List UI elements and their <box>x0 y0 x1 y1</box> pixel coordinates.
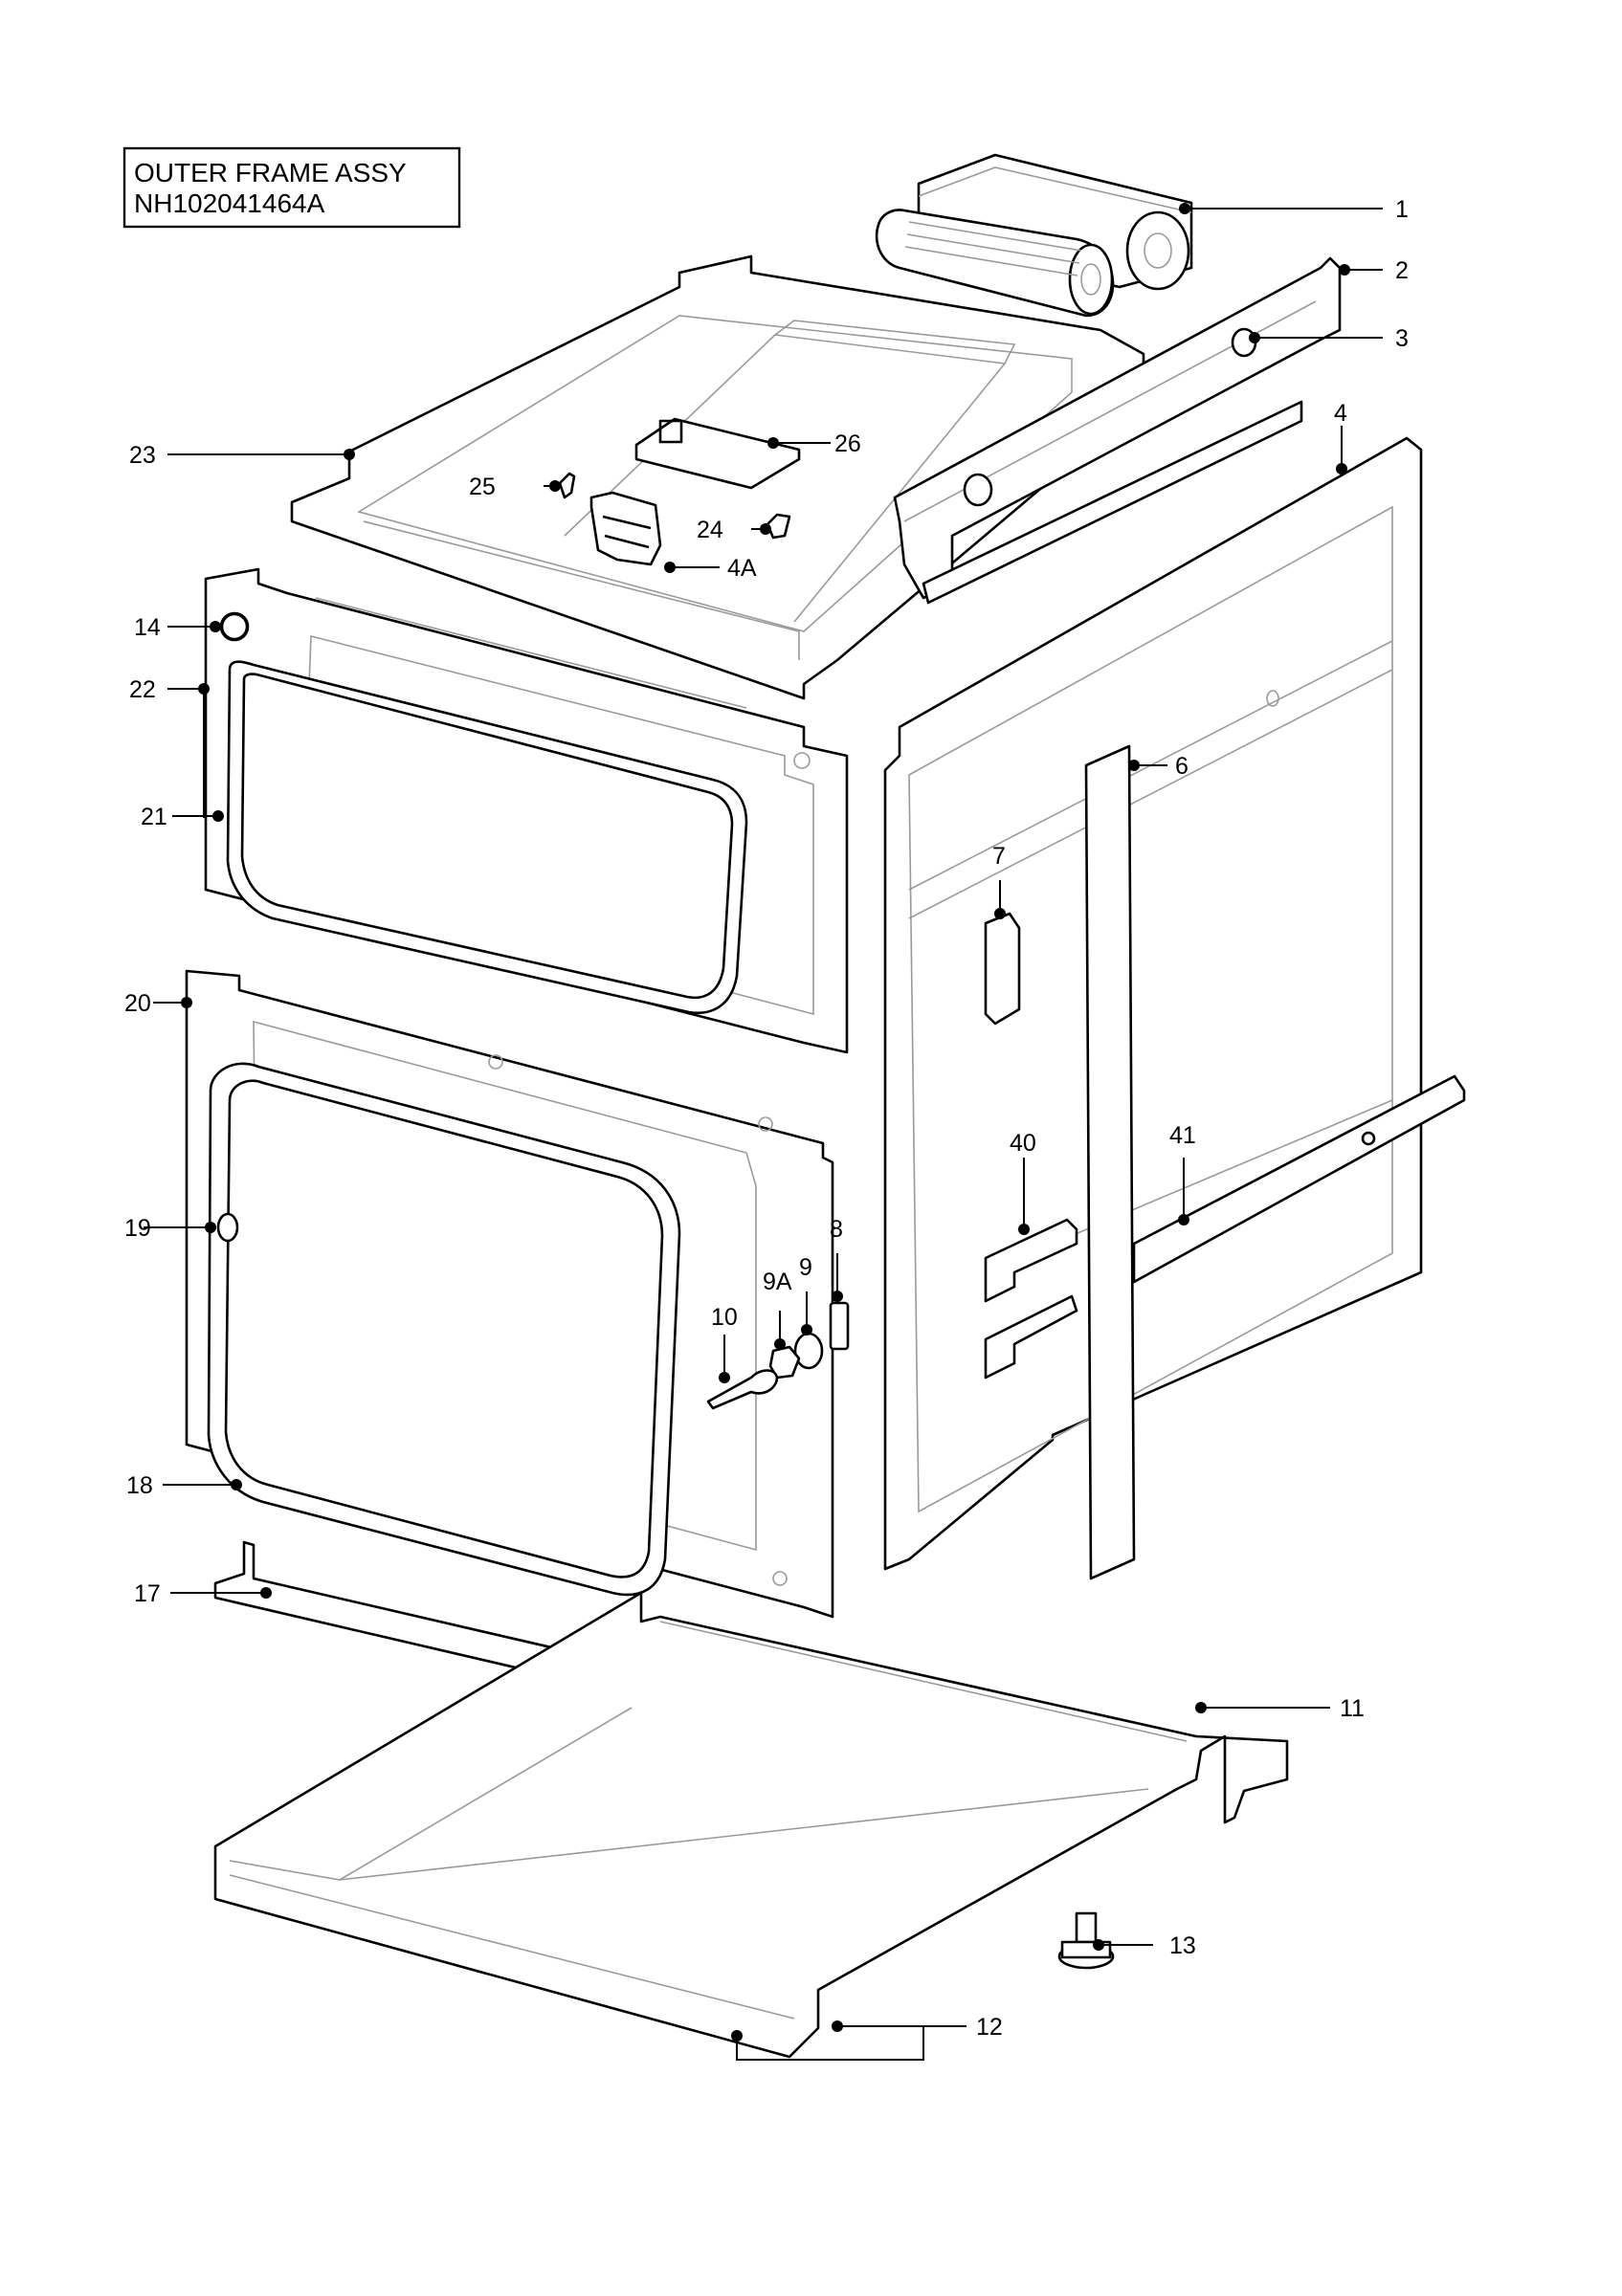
part-base-frame <box>213 1591 1289 2059</box>
callout-label-19: 19 <box>124 1215 151 1242</box>
title-line-1: OUTER FRAME ASSY <box>134 158 407 188</box>
callout-label-20: 20 <box>124 990 151 1017</box>
part-foot <box>1057 1911 1115 1970</box>
callout-label-21: 21 <box>141 804 167 830</box>
callout-label-1: 1 <box>1395 196 1409 223</box>
leader-dots <box>181 203 1350 2042</box>
callout-label-3: 3 <box>1395 325 1409 352</box>
part-switch-block <box>589 491 662 566</box>
callout-label-12: 12 <box>976 2014 1003 2041</box>
callout-label-9: 9 <box>799 1254 812 1281</box>
part-runners <box>984 1074 1466 1380</box>
part-clip-25 <box>558 472 576 499</box>
title-box: OUTER FRAME ASSY NH102041464A <box>122 146 461 229</box>
callout-label-8: 8 <box>830 1216 843 1243</box>
part-control-board <box>634 417 801 490</box>
callout-label-2: 2 <box>1395 257 1409 284</box>
leader-lines <box>144 208 1383 2061</box>
callout-label-7: 7 <box>992 843 1006 870</box>
callout-label-4: 4 <box>1334 400 1347 427</box>
callout-label-41: 41 <box>1169 1122 1196 1149</box>
part-nut-9a <box>768 1345 801 1380</box>
callout-label-14: 14 <box>134 614 161 641</box>
callout-label-25: 25 <box>469 474 496 500</box>
callout-label-17: 17 <box>134 1580 161 1607</box>
part-back-rail <box>893 256 1342 600</box>
part-probe-10 <box>706 1369 779 1410</box>
part-fan-motor <box>875 153 1193 318</box>
callout-label-22: 22 <box>129 676 156 703</box>
callout-label-11: 11 <box>1340 1695 1365 1722</box>
callout-labels: 1 2 3 4 4A 6 7 8 9 9A 10 11 12 13 14 17 … <box>124 196 1409 2041</box>
part-vertical-strip <box>1084 744 1136 1580</box>
part-plug-14 <box>220 612 249 641</box>
callout-label-26: 26 <box>834 430 861 457</box>
part-side-strip <box>922 400 1303 605</box>
callout-label-23: 23 <box>129 442 156 469</box>
callout-label-10: 10 <box>711 1304 738 1331</box>
callout-label-13: 13 <box>1169 1932 1196 1959</box>
callout-label-40: 40 <box>1010 1130 1036 1157</box>
callout-label-24: 24 <box>697 517 723 543</box>
part-ring-9 <box>793 1332 824 1370</box>
part-clip-24 <box>766 513 791 540</box>
title-line-2: NH102041464A <box>134 188 325 218</box>
part-side-panel <box>883 436 1423 1571</box>
callout-label-9a: 9A <box>763 1269 792 1295</box>
callout-label-18: 18 <box>126 1472 153 1499</box>
part-lamp-8 <box>829 1301 850 1351</box>
part-upper-seal <box>226 660 748 1015</box>
part-bracket <box>984 912 1021 1026</box>
callout-label-4a: 4A <box>727 555 757 582</box>
callout-label-6: 6 <box>1175 753 1189 780</box>
